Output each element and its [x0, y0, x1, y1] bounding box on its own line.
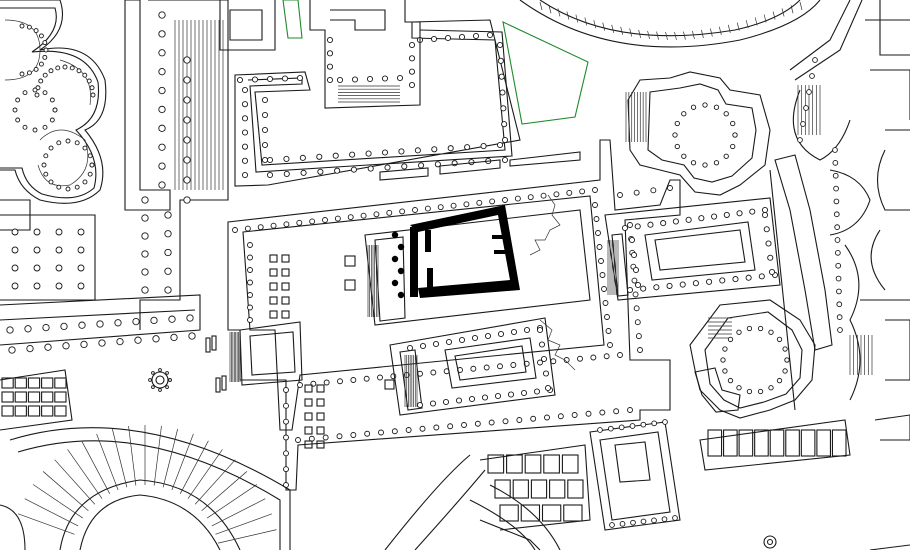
- lower-left-amphitheatre: [0, 425, 291, 550]
- highlighted-strip[interactable]: [282, 0, 303, 39]
- highlighted-triangle-area[interactable]: [502, 21, 589, 125]
- upper-colonnaded-courtyard: [219, 0, 521, 187]
- top-theatre-arc: [519, 0, 821, 48]
- upper-left-circular-complex: [0, 0, 107, 301]
- lower-right-basilica: [689, 299, 816, 419]
- bottom-middle-blocks: [384, 444, 591, 550]
- bottom-right-road: [869, 544, 910, 550]
- main-forum-colonnade: [227, 139, 681, 491]
- lower-left-rooms: [0, 369, 73, 431]
- small-steps-left: [205, 335, 227, 393]
- left-colonnade-strip: [124, 0, 229, 330]
- forum-steps-bars: [379, 151, 581, 181]
- right-edge-complex: [774, 0, 910, 441]
- small-round-monument[interactable]: [148, 368, 172, 392]
- central-temple[interactable]: [344, 194, 591, 326]
- upper-right-basilica: [625, 71, 771, 196]
- small-round-monument-bottom[interactable]: [763, 535, 777, 549]
- right-edge-road: [769, 169, 796, 411]
- lower-temple[interactable]: [384, 317, 576, 416]
- left-horizontal-portico: [0, 294, 201, 354]
- bottom-right-rooms: [589, 419, 851, 531]
- right-temple[interactable]: [604, 197, 781, 301]
